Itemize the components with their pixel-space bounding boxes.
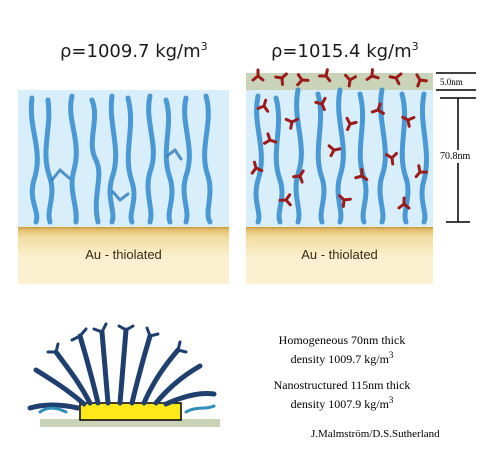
protein-molecule: [345, 116, 358, 131]
protein-molecule: [414, 164, 428, 179]
water-layer-left: [18, 90, 229, 227]
protein-molecule: [263, 132, 278, 145]
protein-molecule: [296, 73, 310, 87]
caption-homogeneous-line1: Homogeneous 70nm thick: [278, 333, 406, 347]
protein-molecule: [365, 68, 380, 81]
caption-homogeneous: Homogeneous 70nm thick density 1009.7 kg…: [242, 333, 442, 367]
protein-molecule: [278, 193, 292, 207]
bottom-substrate: [40, 419, 220, 427]
top-adsorbed-layer: [246, 73, 433, 90]
dim-label-top: 5.0nm: [440, 77, 463, 87]
protein-molecule: [370, 102, 385, 115]
protein-molecule: [385, 151, 398, 166]
caption-nanostructured-line2: density 1007.9 kg/m3: [290, 395, 394, 411]
protein-molecule: [256, 98, 270, 113]
protein-molecule: [314, 96, 327, 112]
substrate-label-left: Au - thiolated: [85, 247, 162, 262]
protein-molecule: [274, 72, 288, 86]
author-credit: J.Malmström/D.S.Sutherland: [311, 428, 440, 440]
gold-substrate-left: Au - thiolated: [18, 227, 229, 284]
protein-molecule: [344, 73, 358, 88]
protein-molecule: [338, 194, 352, 208]
protein-molecule: [401, 115, 416, 128]
protein-molecule: [250, 160, 264, 175]
caption-nanostructured-line1: Nanostructured 115nm thick: [273, 378, 411, 392]
dim-label-main: 70.8nm: [440, 150, 471, 163]
gold-substrate-right: Au - thiolated: [246, 227, 433, 284]
protein-molecule: [251, 68, 265, 82]
protein-molecule: [397, 196, 411, 210]
protein-molecule: [318, 68, 332, 83]
protein-molecule: [354, 168, 369, 182]
density-label-right: ρ=1015.4 kg/m3: [271, 40, 419, 62]
protein-molecule: [415, 73, 428, 88]
protein-molecule: [284, 117, 299, 130]
density-label-left: ρ=1009.7 kg/m3: [60, 40, 208, 62]
protein-molecule: [292, 169, 305, 184]
protein-molecule: [388, 72, 403, 86]
protein-molecule: [327, 144, 342, 158]
caption-homogeneous-line2: density 1009.7 kg/m3: [290, 350, 394, 366]
substrate-label-right: Au - thiolated: [301, 247, 378, 262]
caption-nanostructured: Nanostructured 115nm thick density 1007.…: [242, 378, 442, 412]
